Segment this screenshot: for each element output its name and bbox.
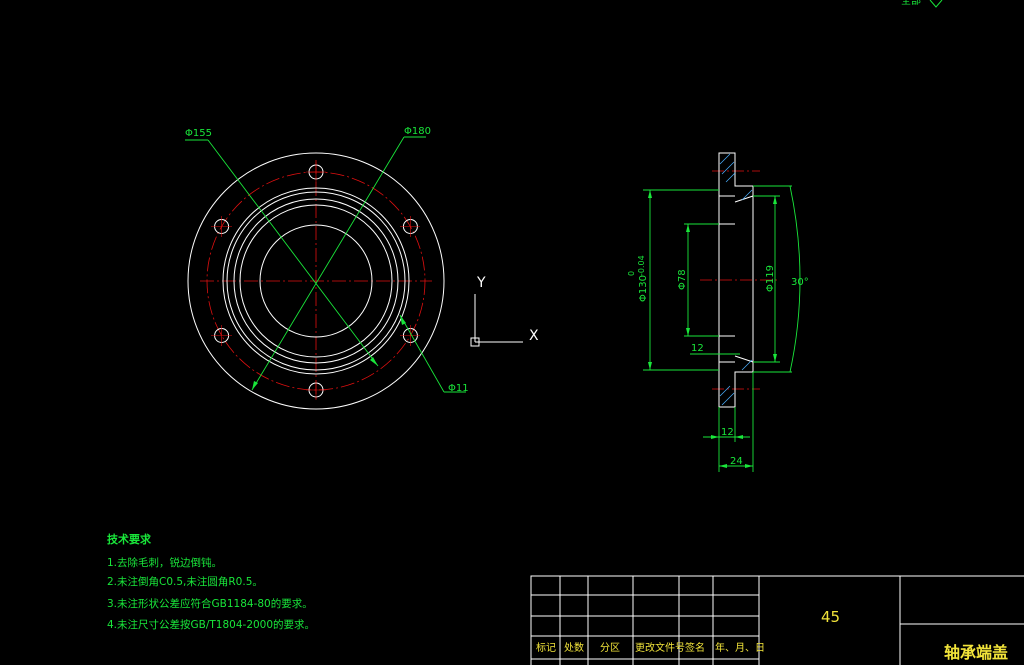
roughness-label: 全部 [901,0,921,7]
dim-12-inner: 12 [691,343,704,354]
bolt-hole-centermarks [211,162,420,400]
title-block-material: 45 [821,608,840,626]
title-block-part-name: 轴承端盖 [944,643,1008,662]
tech-requirements-title: 技术要求 [107,532,152,546]
dim-24: 24 [730,456,743,467]
section-view[interactable]: Φ130 0 -0.04 Φ78 Φ119 30° 12 12 24 [627,152,809,472]
front-view-outline [187,152,445,410]
title-block-header: 分区 [600,642,620,654]
dim-diameter-78: Φ78 [677,269,688,290]
section-hatching [719,153,753,406]
section-centerlines [700,170,780,390]
title-block[interactable]: 45 轴承端盖 标记 处数 分区 更改文件号 签名 年、月、日 [530,575,1024,665]
title-block-header: 年、月、日 [715,641,765,654]
title-block-header: 处数 [564,641,584,654]
front-view-centerlines [200,160,432,400]
title-block-header: 标记 [536,642,556,654]
dim-angle-30: 30° [791,277,809,288]
front-view-arrowheads [252,315,406,390]
dim-diameter-155: Φ155 [185,128,212,139]
tech-requirement-item: 2.未注倒角C0.5,未注圆角R0.5。 [107,575,263,588]
title-block-header: 签名 [685,641,705,654]
dim-diameter-180: Φ180 [404,126,431,137]
front-view[interactable]: Φ155 Φ180 Φ11 [185,126,469,410]
dim-diameter-130: Φ130 [638,275,649,302]
tech-requirement-item: 4.未注尺寸公差按GB/T1804-2000的要求。 [107,618,315,631]
title-block-header: 更改文件号 [635,641,685,654]
dim-d130-tolerance-upper: 0 [627,271,636,276]
technical-requirements: 技术要求 1.去除毛刺，锐边倒钝。 2.未注倒角C0.5,未注圆角R0.5。 3… [107,532,315,631]
title-block-grid [530,575,1024,665]
dim-hole-diameter-11: Φ11 [448,383,469,394]
ucs-origin-box [470,337,480,347]
dim-d130-tolerance-lower: -0.04 [637,255,646,276]
surface-roughness-note: 全部 [901,0,943,8]
ucs-y-label: Y [476,275,486,291]
ucs-x-label: X [529,328,539,344]
outer-flange-circle [187,152,445,410]
roughness-symbol-icon [929,0,943,8]
dim-12-bottom: 12 [721,427,734,438]
dim-diameter-119: Φ119 [765,265,776,292]
ucs-icon: Y X [470,275,539,347]
front-view-dimension-lines [185,136,466,393]
tech-requirement-item: 3.未注形状公差应符合GB1184-80的要求。 [107,597,313,610]
section-arrowheads [648,190,777,468]
tech-requirement-item: 1.去除毛刺，锐边倒钝。 [107,556,222,569]
